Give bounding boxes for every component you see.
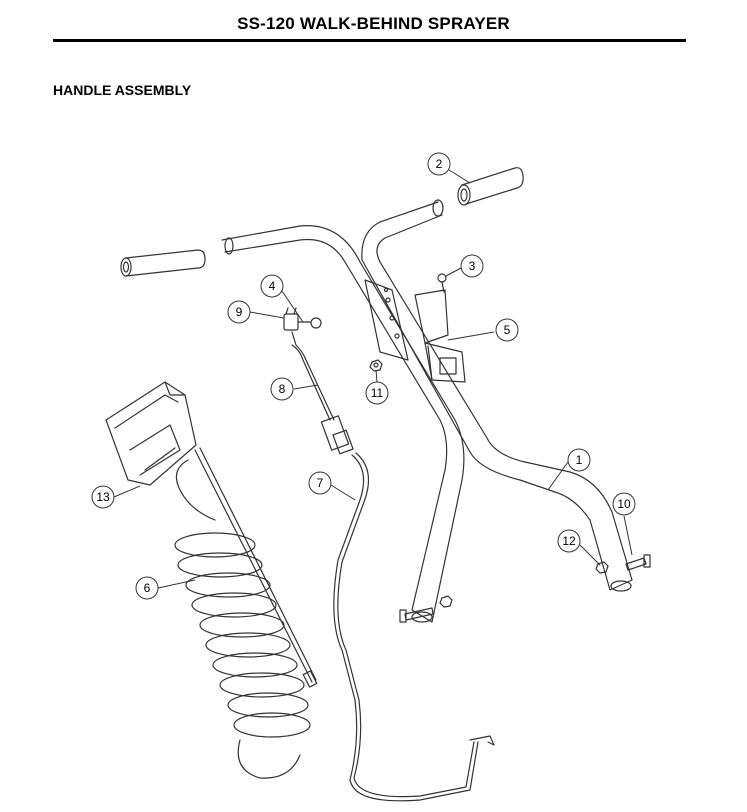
left-grip-part	[120, 249, 206, 277]
callout-2: 2	[427, 152, 451, 176]
callout-label: 3	[469, 259, 476, 273]
bolt-3-part	[437, 273, 447, 293]
bolt-lower-part	[399, 595, 453, 623]
callout-label: 6	[144, 581, 151, 595]
callout-label: 5	[504, 323, 511, 337]
mounting-plate-part	[364, 279, 409, 361]
callout-9: 9	[227, 300, 251, 324]
leader-lines	[113, 169, 633, 589]
wire-harness-part	[291, 331, 354, 455]
callout-6: 6	[135, 576, 159, 600]
callout-label: 12	[562, 534, 576, 548]
right-grip-part	[457, 167, 524, 206]
callout-13: 13	[91, 485, 115, 509]
handle-frame-part	[221, 199, 633, 623]
bracket-part	[414, 289, 466, 383]
callout-5: 5	[495, 318, 519, 342]
document-title: SS-120 WALK-BEHIND SPRAYER	[237, 14, 510, 33]
callout-12: 12	[557, 529, 581, 553]
switch-part	[283, 307, 322, 331]
callout-label: 2	[436, 157, 443, 171]
callout-3: 3	[460, 254, 484, 278]
callout-11: 11	[365, 381, 389, 405]
callout-label: 9	[236, 305, 243, 319]
callout-10: 10	[612, 492, 636, 516]
callout-8: 8	[270, 377, 294, 401]
nut-12-part	[595, 561, 609, 574]
callout-label: 1	[576, 453, 583, 467]
callout-label: 7	[317, 476, 324, 490]
section-title: HANDLE ASSEMBLY	[53, 82, 192, 98]
cable-part	[333, 452, 495, 802]
callout-label: 8	[279, 382, 286, 396]
holder-part	[105, 381, 197, 486]
callout-label: 10	[617, 497, 631, 511]
callout-label: 11	[371, 386, 384, 400]
callout-4: 4	[260, 274, 284, 298]
bolt-10-part	[625, 554, 651, 571]
callout-7: 7	[308, 471, 332, 495]
coiled-hose-part	[174, 447, 318, 779]
nut-11-part	[369, 359, 383, 372]
title-rule	[53, 39, 686, 42]
callout-1: 1	[567, 448, 591, 472]
callout-label: 13	[96, 490, 110, 504]
callout-label: 4	[269, 279, 276, 293]
